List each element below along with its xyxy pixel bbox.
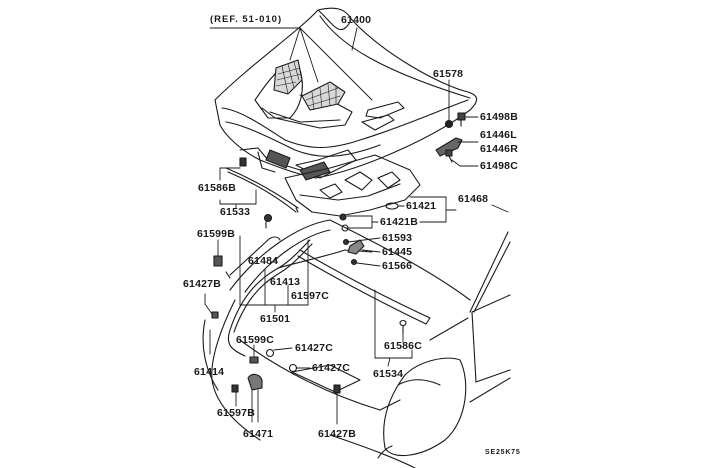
part-label-61471[interactable]: 61471 <box>243 428 274 440</box>
part-label-61597b[interactable]: 61597B <box>217 407 255 419</box>
part-label-61446l[interactable]: 61446L <box>480 129 517 141</box>
part-label-61421[interactable]: 61421 <box>406 200 437 212</box>
reference-note: (REF. 51-010) <box>210 14 283 25</box>
latch-clip[interactable] <box>232 385 238 392</box>
hood-insulator[interactable] <box>285 155 420 216</box>
stay-clip[interactable] <box>352 260 357 265</box>
part-label-61468[interactable]: 61468 <box>458 193 489 205</box>
latch-cable-clip[interactable] <box>250 357 258 363</box>
part-label-61586b[interactable]: 61586B <box>198 182 236 194</box>
hood-lock-cable[interactable] <box>228 240 372 356</box>
drawing-code: SE25K75 <box>485 449 521 456</box>
latch-bolt-lower[interactable] <box>446 150 452 162</box>
part-label-61414[interactable]: 61414 <box>194 366 225 378</box>
hood-hinge[interactable] <box>436 138 462 156</box>
hood-weatherstrip[interactable] <box>226 168 298 212</box>
front-weatherstrip-clip[interactable] <box>400 321 406 334</box>
part-label-61578[interactable]: 61578 <box>433 68 464 80</box>
part-label-61501[interactable]: 61501 <box>260 313 291 325</box>
leader-lines <box>205 28 508 424</box>
part-label-61427b-left[interactable]: 61427B <box>183 278 221 290</box>
front-weatherstrip[interactable] <box>298 250 430 324</box>
latch-bolt-upper[interactable] <box>458 113 465 126</box>
part-label-61566[interactable]: 61566 <box>382 260 413 272</box>
part-label-61413[interactable]: 61413 <box>270 276 301 288</box>
part-label-61586c[interactable]: 61586C <box>384 340 422 352</box>
hood-stay-grommet[interactable] <box>446 121 453 128</box>
part-label-61446r[interactable]: 61446R <box>480 143 518 155</box>
part-label-61498b[interactable]: 61498B <box>480 111 518 123</box>
part-label-61498c[interactable]: 61498C <box>480 160 518 172</box>
bumper-bolt-upper[interactable] <box>267 350 274 357</box>
part-label-61599b[interactable]: 61599B <box>197 228 235 240</box>
part-label-61427b-right[interactable]: 61427B <box>318 428 356 440</box>
part-label-61597c[interactable]: 61597C <box>291 290 329 302</box>
part-label-61445[interactable]: 61445 <box>382 246 413 258</box>
bumper-clip-left[interactable] <box>212 312 218 318</box>
part-label-61421b[interactable]: 61421B <box>380 216 418 228</box>
part-label-61427c-upper[interactable]: 61427C <box>295 342 333 354</box>
car-body <box>203 220 510 468</box>
bumper-bolt-lower[interactable] <box>290 365 297 372</box>
part-label-61400[interactable]: 61400 <box>341 14 372 26</box>
hood-panel[interactable] <box>215 8 477 180</box>
part-label-61427c-lower[interactable]: 61427C <box>312 362 350 374</box>
insulator-clip-b[interactable] <box>340 214 346 220</box>
part-label-61484[interactable]: 61484 <box>248 255 279 267</box>
part-label-61599c[interactable]: 61599C <box>236 334 274 346</box>
bumper-clip-right[interactable] <box>334 385 340 393</box>
part-label-61533[interactable]: 61533 <box>220 206 251 218</box>
weatherstrip-clip[interactable] <box>240 158 246 166</box>
part-label-61593[interactable]: 61593 <box>382 232 413 244</box>
part-label-61534[interactable]: 61534 <box>373 368 404 380</box>
cable-grommet[interactable] <box>265 215 272 222</box>
hood-latch[interactable] <box>248 374 262 390</box>
